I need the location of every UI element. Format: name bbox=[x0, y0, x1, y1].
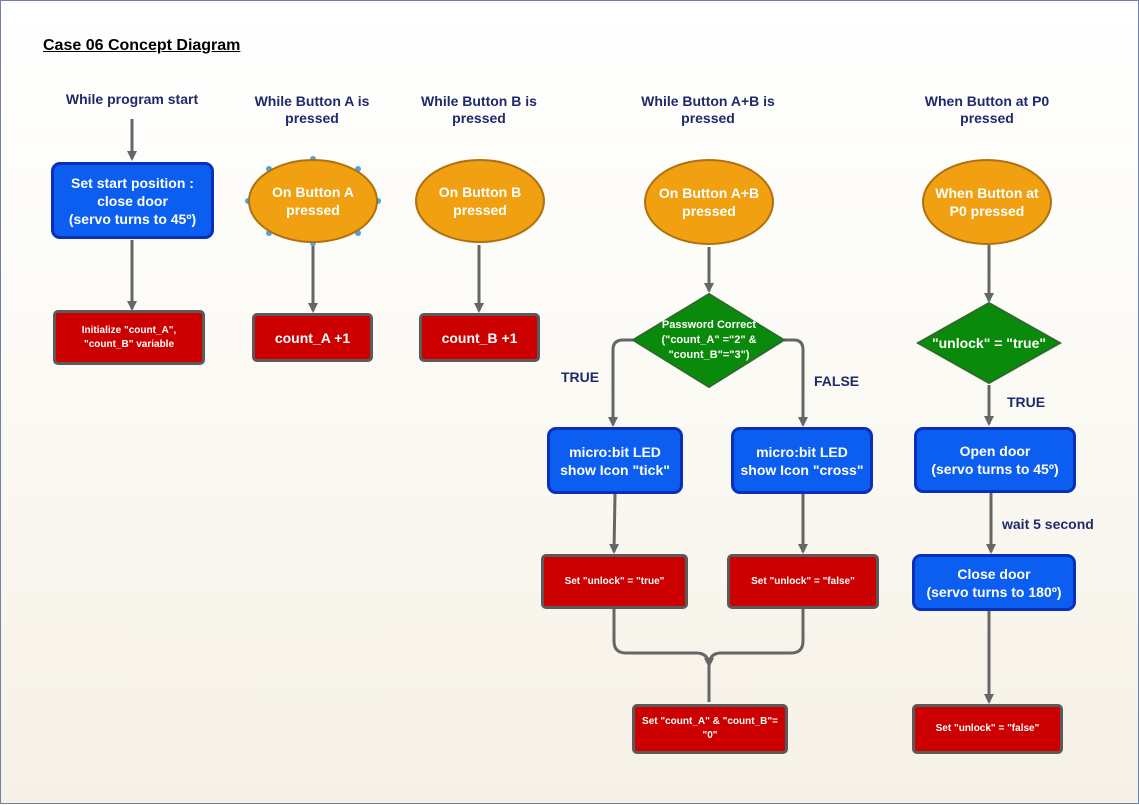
arrow-tick-to-unlock-true bbox=[609, 493, 620, 554]
on-button-b-node[interactable]: On Button B pressed bbox=[415, 159, 545, 243]
unlock-decision-shape bbox=[915, 301, 1063, 385]
header-button-a: While Button A is pressed bbox=[254, 93, 370, 126]
count-a-increment-node[interactable]: count_A +1 bbox=[252, 313, 373, 362]
on-button-ab-node[interactable]: On Button A+B pressed bbox=[644, 159, 774, 245]
arrow-merge-to-reset bbox=[612, 609, 805, 702]
when-button-p0-node[interactable]: When Button at P0 pressed bbox=[922, 159, 1052, 245]
header-button-ab: While Button A+B is pressed bbox=[641, 93, 775, 126]
count-b-increment-node[interactable]: count_B +1 bbox=[419, 313, 540, 362]
false-label-ab: FALSE bbox=[814, 373, 860, 389]
wait-label: wait 5 second bbox=[1002, 516, 1094, 532]
password-correct-decision[interactable]: Password Correct ("count_A" ="2" & "coun… bbox=[661, 318, 757, 361]
arrow-password-false bbox=[784, 338, 808, 427]
set-unlock-true-node[interactable]: Set "unlock" = "true" bbox=[541, 554, 688, 609]
set-start-position-node[interactable]: Set start position : close door (servo t… bbox=[51, 162, 214, 239]
reset-counts-node[interactable]: Set "count_A" & "count_B"= "0" bbox=[632, 704, 788, 754]
on-button-a-node[interactable]: On Button A pressed bbox=[248, 159, 378, 243]
close-door-node[interactable]: Close door (servo turns to 180º) bbox=[912, 554, 1076, 611]
header-button-b: While Button B is pressed bbox=[421, 93, 537, 126]
set-unlock-false-node[interactable]: Set "unlock" = "false" bbox=[727, 554, 879, 609]
initialize-variables-node[interactable]: Initialize "count_A", "count_B" variable bbox=[53, 310, 205, 365]
true-label-ab: TRUE bbox=[561, 369, 600, 385]
set-unlock-false-p0-node[interactable]: Set "unlock" = "false" bbox=[912, 704, 1063, 754]
password-decision-shape bbox=[631, 292, 786, 389]
diagram-title: Case 06 Concept Diagram bbox=[43, 37, 241, 54]
open-door-node[interactable]: Open door (servo turns to 45º) bbox=[914, 427, 1076, 493]
arrow-password-true bbox=[608, 338, 633, 427]
header-program-start: While program start bbox=[65, 91, 199, 107]
unlock-true-decision[interactable]: "unlock" = "true" bbox=[931, 335, 1047, 351]
led-cross-node[interactable]: micro:bit LED show Icon "cross" bbox=[731, 427, 873, 494]
true-label-p0: TRUE bbox=[1007, 394, 1046, 410]
header-button-p0: When Button at P0 pressed bbox=[924, 93, 1050, 126]
led-tick-node[interactable]: micro:bit LED show Icon "tick" bbox=[547, 427, 683, 494]
